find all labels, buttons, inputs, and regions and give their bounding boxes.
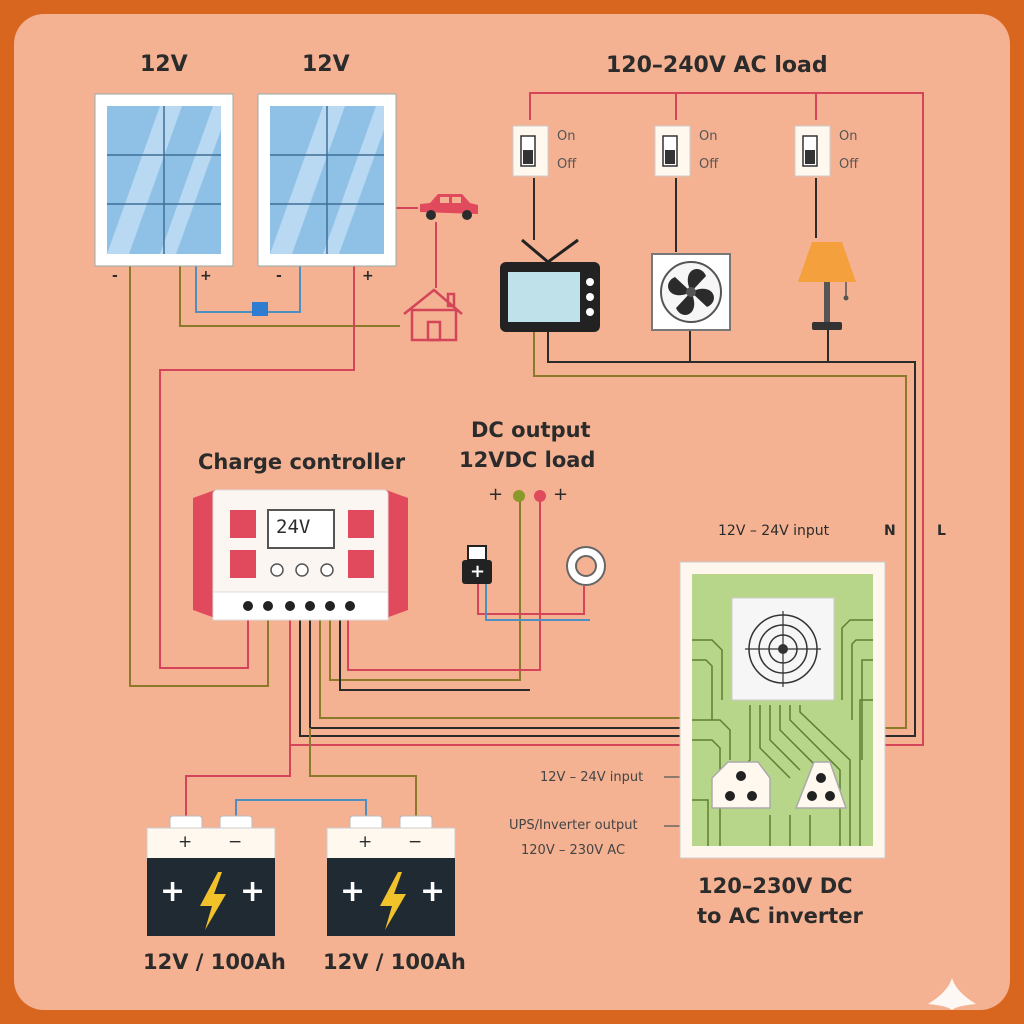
inverter-input-callout: 12V – 24V input: [540, 770, 644, 785]
switch-2-off: Off: [699, 157, 719, 172]
battery-1: [146, 815, 276, 936]
dc-output-title: DC output: [471, 418, 591, 442]
dc-terminal-1: [513, 490, 525, 502]
inverter-top-input: 12V – 24V input: [718, 523, 830, 539]
switch-3-on: On: [839, 129, 858, 144]
lamp-icon: [798, 242, 856, 330]
switch-2[interactable]: [654, 125, 691, 177]
inverter-output-callout: UPS/Inverter output: [509, 818, 638, 833]
battery-1-label: 12V / 100Ah: [143, 950, 286, 974]
inverter-title: 120–230V DC: [698, 874, 853, 898]
output-socket: [794, 761, 848, 809]
dc-terminal-2: [534, 490, 546, 502]
charge-controller: [193, 489, 408, 621]
switch-1-on: On: [557, 129, 576, 144]
switch-2-on: On: [699, 129, 718, 144]
controller-title: Charge controller: [198, 450, 406, 474]
solar-panel-1: [94, 93, 234, 267]
inverter-subtitle: to AC inverter: [697, 904, 863, 928]
battery-2: [326, 815, 456, 936]
wire-panel-neg: [129, 265, 269, 687]
panel-1-pos: +: [200, 268, 212, 284]
dc-plus-2: +: [553, 484, 569, 505]
battery-2-face-left: +: [340, 874, 366, 909]
battery-2-label: 12V / 100Ah: [323, 950, 466, 974]
panel-1-voltage: 12V: [140, 52, 188, 77]
battery-2-neg: −: [408, 832, 423, 852]
inverter: [679, 561, 886, 859]
sparkle-icon: [928, 978, 976, 1010]
ring-socket-icon: [566, 546, 606, 586]
battery-1-face-left: +: [160, 874, 186, 909]
battery-1-pos: +: [178, 832, 193, 852]
dc-plus-1: +: [488, 484, 504, 505]
junction-box: [252, 302, 268, 316]
switch-1[interactable]: [512, 125, 549, 177]
bolt-icon: [380, 872, 406, 930]
usb-plus: +: [470, 561, 486, 582]
battery-2-face-right: +: [420, 874, 446, 909]
panel-1-neg: -: [112, 268, 118, 284]
dc-output-subtitle: 12VDC load: [459, 448, 596, 472]
battery-2-pos: +: [358, 832, 373, 852]
usb-icon: [462, 545, 492, 584]
input-socket: [711, 761, 771, 809]
switch-3[interactable]: [794, 125, 831, 177]
switch-3-off: Off: [839, 157, 859, 172]
ac-load-title: 120–240V AC load: [606, 53, 828, 78]
bolt-icon: [200, 872, 226, 930]
live-label: L: [937, 523, 946, 539]
battery-1-neg: −: [228, 832, 243, 852]
wiring: [129, 92, 924, 827]
house-icon: [403, 288, 463, 342]
panel-2-neg: -: [276, 268, 282, 284]
panel-2-pos: +: [362, 268, 374, 284]
neutral-label: N: [884, 523, 896, 539]
controller-display: 24V: [276, 516, 311, 538]
switch-1-off: Off: [557, 157, 577, 172]
tv-icon: [500, 238, 600, 332]
battery-1-face-right: +: [240, 874, 266, 909]
car-icon: [420, 194, 478, 220]
inverter-output-voltage: 120V – 230V AC: [521, 843, 626, 858]
solar-panel-2: [257, 93, 397, 267]
panel-2-voltage: 12V: [302, 52, 350, 77]
fan-icon: [651, 253, 731, 331]
